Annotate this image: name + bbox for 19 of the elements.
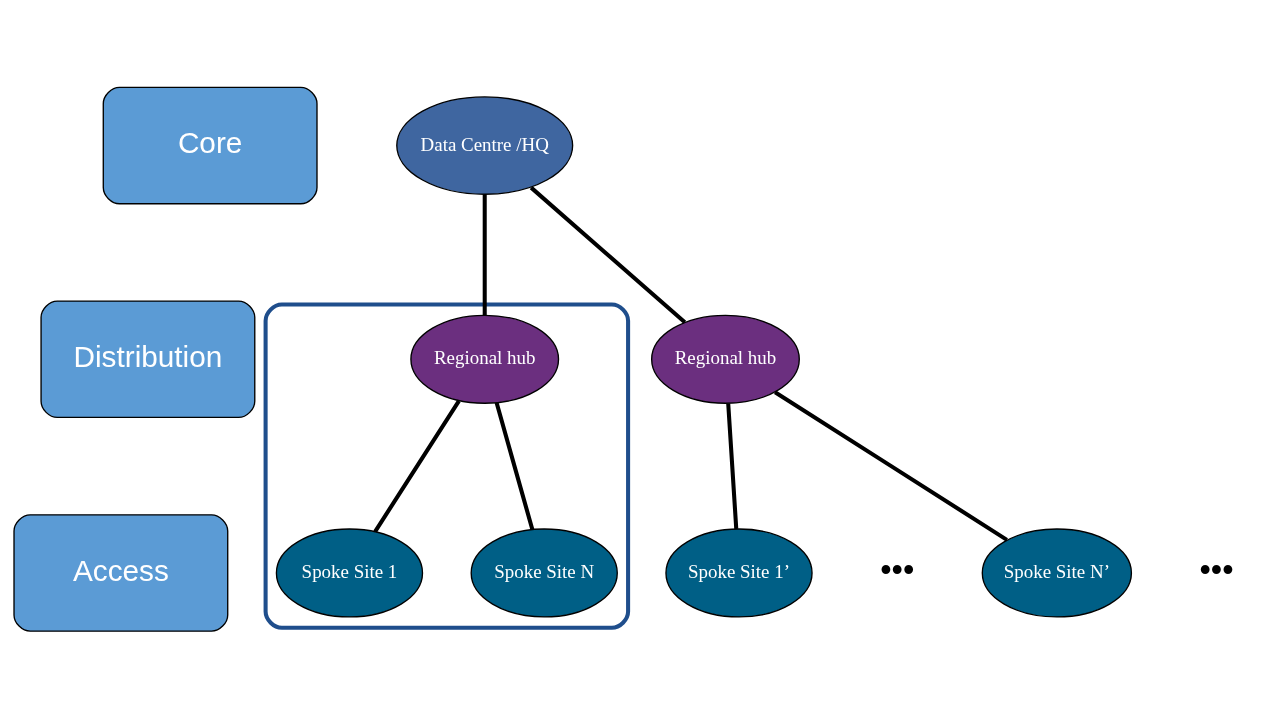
label: ••• [880, 552, 915, 589]
node-ellipse: Data Centre /HQ [396, 96, 574, 195]
connector [494, 402, 535, 531]
node-ellipse: Regional hub [651, 314, 800, 404]
connector [373, 399, 461, 533]
node-box: Distribution [40, 300, 256, 419]
connector [726, 403, 739, 530]
node-box: Core [102, 86, 318, 205]
node-box: Access [13, 514, 229, 632]
node-ellipse: Spoke Site 1 [275, 528, 424, 618]
connector [774, 390, 1008, 542]
connector [529, 186, 687, 324]
node-ellipse: Spoke Site 1’ [665, 528, 813, 618]
node-ellipse: Spoke Site N [470, 528, 618, 618]
node-ellipse: Spoke Site N’ [981, 528, 1133, 618]
connector [482, 194, 487, 316]
cluster [263, 302, 631, 630]
node-ellipse: Regional hub [410, 314, 560, 404]
label: ••• [1199, 552, 1234, 589]
